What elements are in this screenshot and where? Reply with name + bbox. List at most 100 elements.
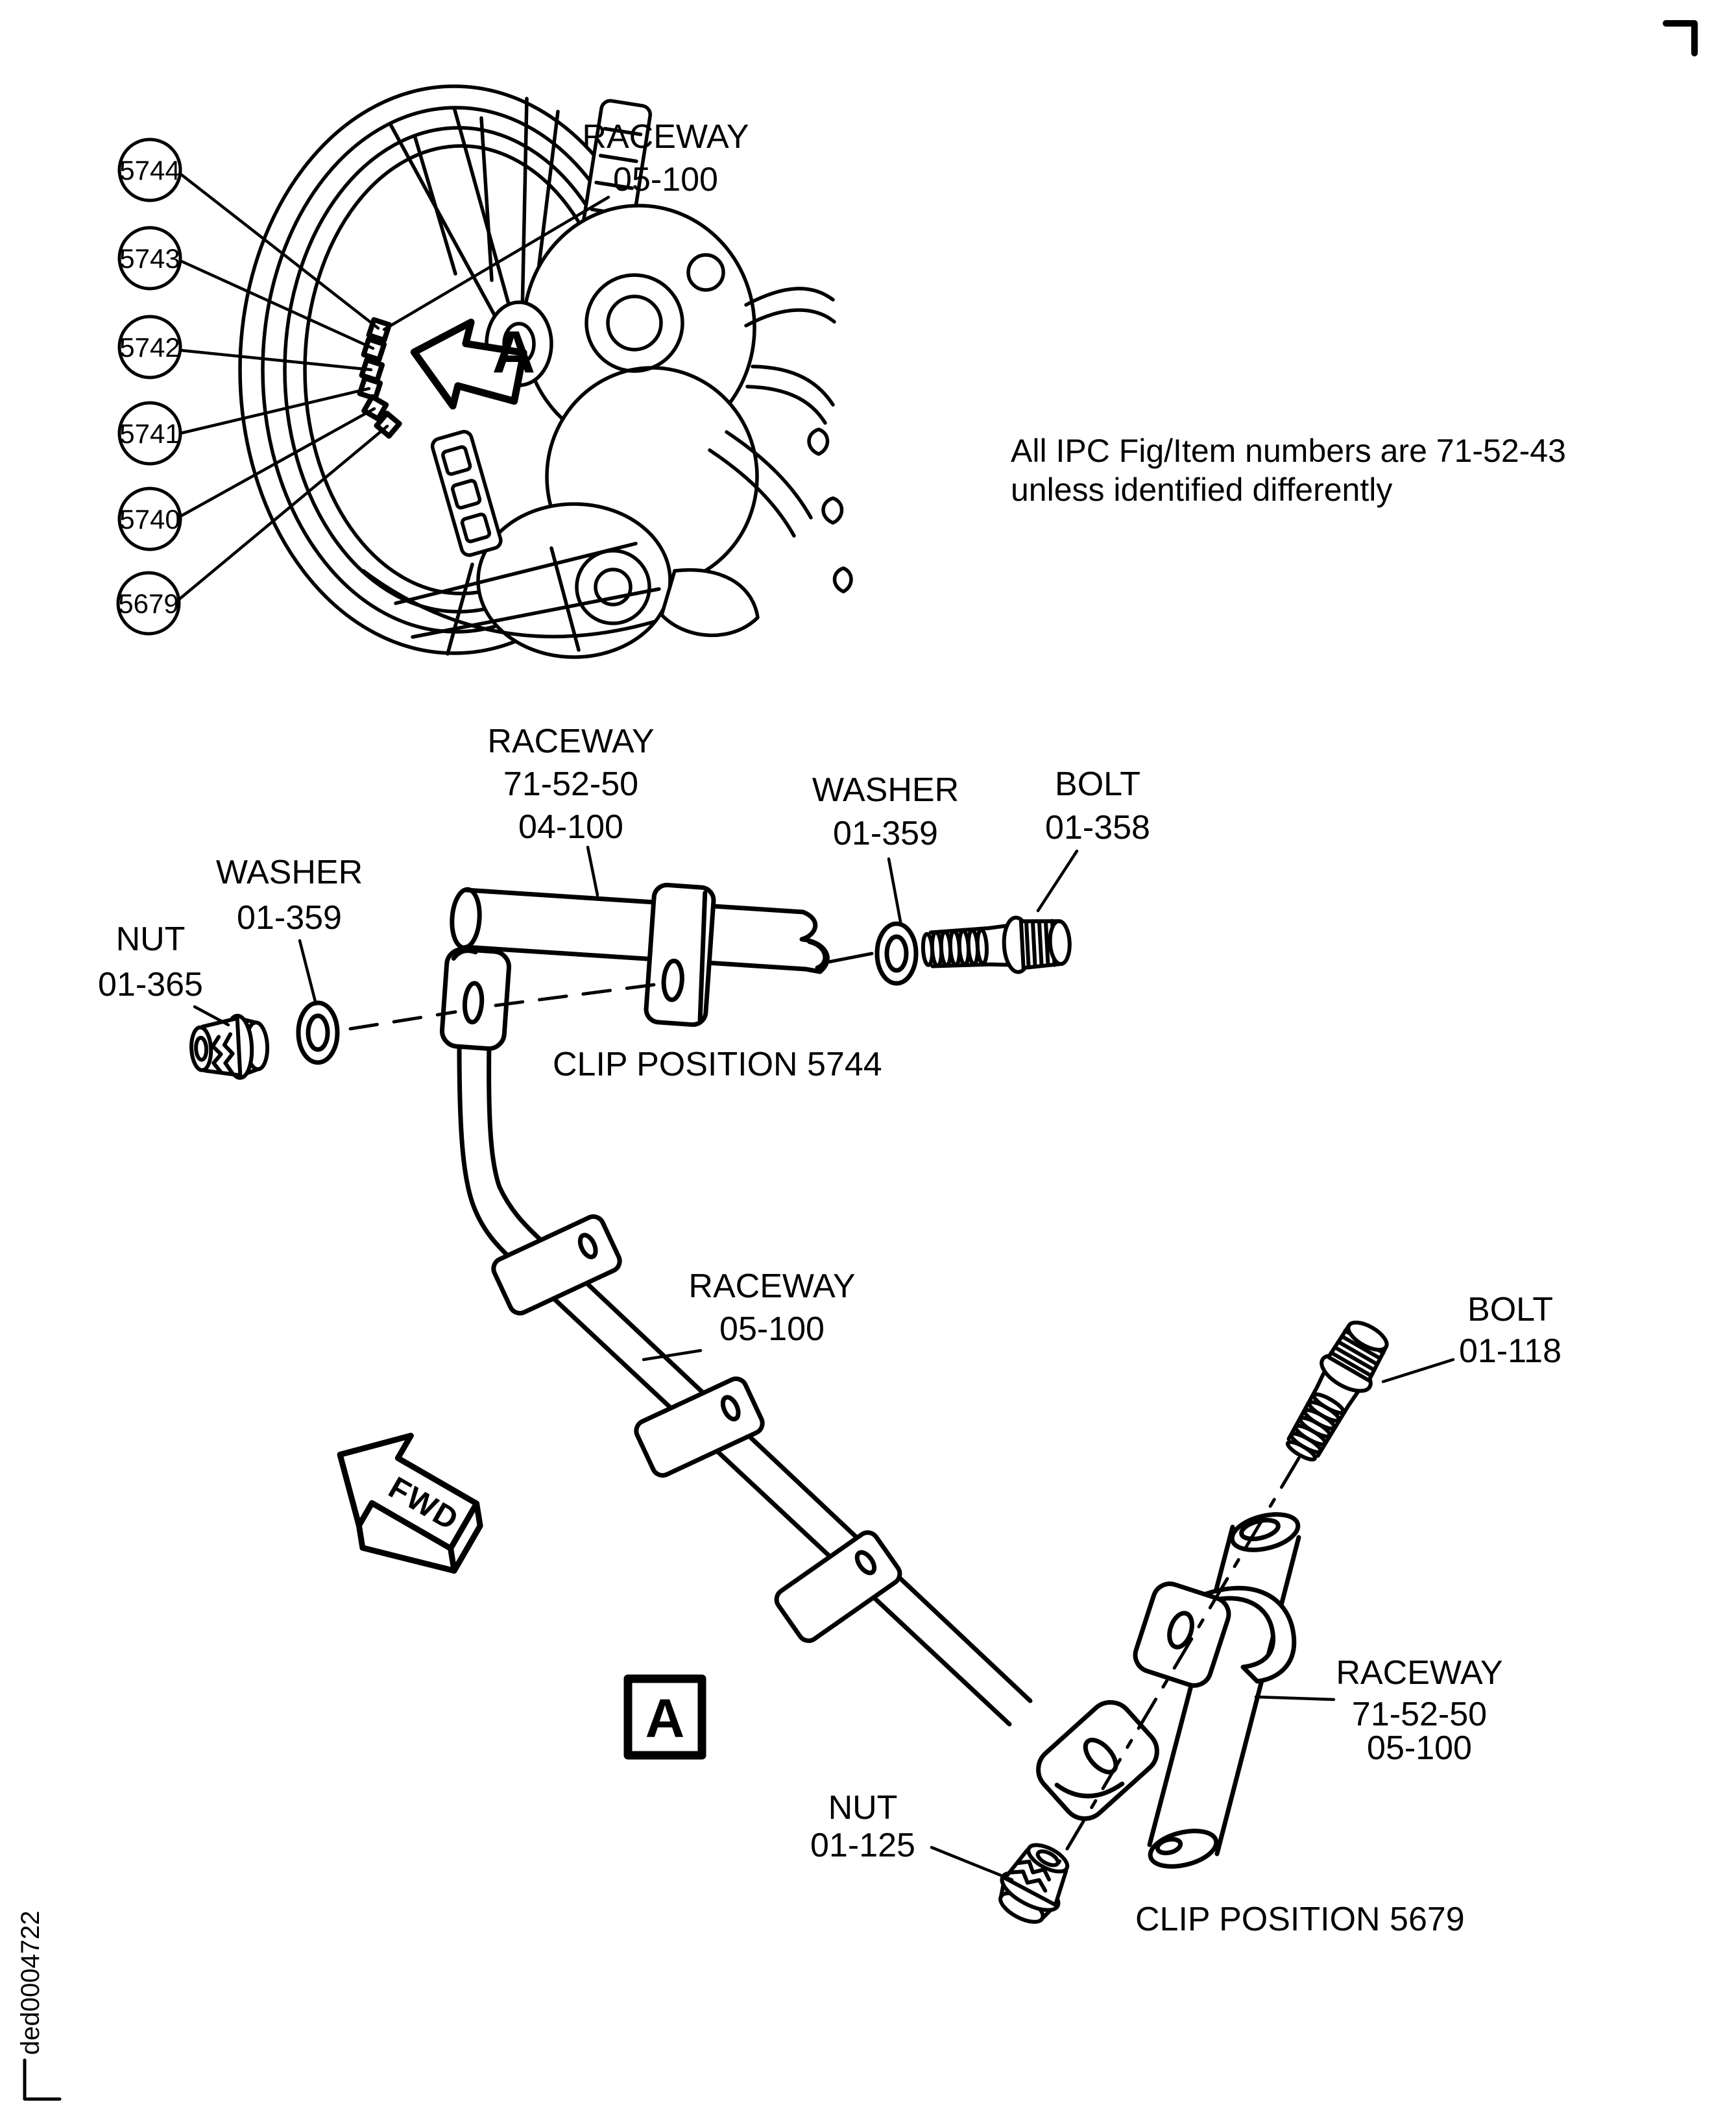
raceway-7152-05-label-line1: RACEWAY xyxy=(1336,1654,1502,1692)
bolt-118-label-line2: 01-118 xyxy=(1459,1332,1561,1370)
leader-raceway-05-100 xyxy=(642,1349,703,1362)
balloon-5744 xyxy=(117,138,182,202)
leader-line-5741 xyxy=(178,387,371,435)
tube-clip-hole xyxy=(661,958,684,1002)
leader-line-5743 xyxy=(178,259,375,350)
hose-line xyxy=(744,308,836,328)
leader-line-5679 xyxy=(177,424,389,601)
accessory-pad-bore xyxy=(606,294,663,352)
raceway-04-100-label-line2: 71-52-50 xyxy=(503,765,638,803)
leader-nut-125 xyxy=(930,1845,1014,1882)
centerline-dash xyxy=(348,1010,457,1031)
balloon-5740 xyxy=(117,486,182,551)
tube-edge xyxy=(463,944,808,972)
fan-blade-line xyxy=(535,110,560,282)
upper-centerline xyxy=(348,952,874,1031)
strap-edge xyxy=(457,1043,1012,1727)
fwd-arrow-side xyxy=(356,1522,457,1574)
balloon-5679 xyxy=(116,571,181,636)
slotted-bracket xyxy=(430,429,503,557)
raceway-05-100-callout-line1: RACEWAY xyxy=(582,118,749,156)
fwd-arrow-face xyxy=(337,1432,480,1552)
item-balloons xyxy=(116,138,182,636)
bracket-slot xyxy=(450,479,482,510)
fan-blade-line xyxy=(452,106,514,320)
hose-line xyxy=(725,430,813,520)
nut-125-label-line2: 01-125 xyxy=(810,1827,915,1864)
ipc-note-line1: All IPC Fig/Item numbers are 71-52-43 xyxy=(1011,433,1566,469)
lower-strut xyxy=(394,542,638,605)
tube-clamp-band xyxy=(1195,1585,1297,1684)
strap-clip-plate xyxy=(634,1376,765,1478)
detail-a-box xyxy=(623,1674,706,1760)
strap-top-tab xyxy=(440,946,511,1051)
strap-top-tab-hole xyxy=(462,981,485,1025)
strap-clip-plate xyxy=(491,1214,622,1315)
balloon-number: 5744 xyxy=(119,155,180,186)
balloon-5743 xyxy=(117,226,182,291)
accessory-pad xyxy=(585,273,684,373)
bolt-358-label-line1: BOLT xyxy=(1055,765,1140,803)
fitting-blob xyxy=(832,566,853,594)
tube-top-bore xyxy=(1239,1518,1281,1541)
tube-clip-inner-edge xyxy=(697,890,708,1022)
raceway-tube-05-100 xyxy=(1133,1512,1301,1869)
leader-line-5744 xyxy=(178,172,380,330)
strap-end-tab-plate xyxy=(1036,1700,1159,1821)
fan-blade-line xyxy=(389,123,501,326)
leader-line-5740 xyxy=(178,407,376,518)
leader-line-raceway-05-100-callout xyxy=(382,195,610,331)
conduit-rung xyxy=(598,154,638,163)
detail-a-arrow-letter: A xyxy=(492,319,535,385)
hose-line xyxy=(744,287,835,307)
ipc-note-line2: unless identified differently xyxy=(1011,472,1392,508)
raceway-04-100-label-line3: 04-100 xyxy=(518,808,623,846)
raceway-05-100-label-line1: RACEWAY xyxy=(688,1267,855,1305)
bracket-slot xyxy=(460,512,492,544)
strap-clip xyxy=(491,1214,622,1315)
leader-nut-365 xyxy=(193,1005,230,1027)
fwd-arrow-side xyxy=(448,1500,483,1574)
bolt-01-118 xyxy=(1275,1314,1396,1469)
fastener-centerline xyxy=(1057,1456,1301,1865)
detail-a-arrow xyxy=(410,318,527,410)
leader-bolt-118 xyxy=(1381,1358,1455,1384)
strap-clip-plate xyxy=(774,1530,902,1643)
strap-clip xyxy=(774,1530,902,1643)
engine-front-view xyxy=(238,84,853,659)
raceway-05-100-callout-line2: 05-100 xyxy=(613,161,718,198)
balloon-number: 5740 xyxy=(119,504,180,535)
leader-raceway-04-100 xyxy=(586,845,599,897)
fan-blade-line xyxy=(479,116,494,282)
upper-label-leaders xyxy=(193,845,1079,1027)
washer-upper-label-line1: WASHER xyxy=(812,771,959,809)
balloon-number: 5741 xyxy=(119,418,180,449)
detail-a-box-letter: A xyxy=(645,1688,685,1749)
raceway-strap-05-100 xyxy=(440,946,1159,1821)
strap-top-tab-plate xyxy=(440,946,511,1051)
tube-clamp-tab-hole xyxy=(1167,1611,1194,1650)
raceway-7152-05-label-line3: 05-100 xyxy=(1367,1729,1472,1767)
conduit-rung xyxy=(594,180,634,190)
clip-location-squares xyxy=(357,317,402,439)
doc-number: ded0004722 xyxy=(16,1911,45,2055)
strap-clip-hole xyxy=(720,1395,741,1422)
tube-bottom-cap xyxy=(1148,1829,1219,1869)
balloon-5742 xyxy=(117,315,182,379)
tube-top-cap xyxy=(1229,1512,1301,1552)
hose-line xyxy=(751,365,835,407)
hose-line xyxy=(745,385,827,425)
tube-clip-5744 xyxy=(644,882,716,1027)
lower-label-leaders xyxy=(930,1358,1455,1882)
balloon-number: 5679 xyxy=(118,588,178,619)
raceway-7152-05-label-line2: 71-52-50 xyxy=(1352,1696,1487,1733)
tube-clamp-tab xyxy=(1133,1581,1231,1688)
clip-position-5679-label: CLIP POSITION 5679 xyxy=(1135,1901,1465,1938)
bolt-358-label-line2: 01-358 xyxy=(1045,809,1150,847)
raceway-04-100-label-line1: RACEWAY xyxy=(487,723,654,760)
tube-bottom-bore xyxy=(1155,1836,1183,1856)
tube-end-cap xyxy=(450,887,482,950)
raceway-tube-04-100 xyxy=(450,882,830,1027)
leader-washer-left xyxy=(298,939,318,1006)
strap-top-tab-fold xyxy=(451,948,478,961)
